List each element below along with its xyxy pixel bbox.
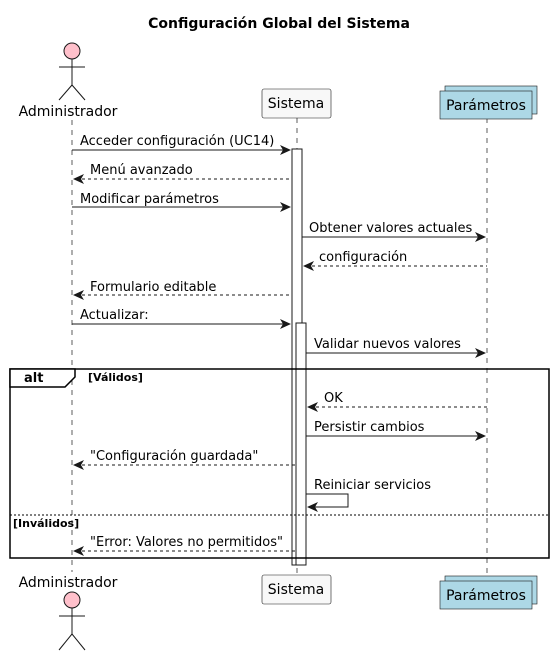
- message-6: Formulario editable: [73, 280, 292, 300]
- message-label: configuración: [319, 250, 407, 265]
- message-2: Menú avanzado: [73, 163, 292, 184]
- participant-parametros-bottom: Parámetros: [439, 575, 538, 610]
- message-8: Validar nuevos valores: [306, 337, 486, 358]
- message-label: Menú avanzado: [90, 163, 193, 178]
- message-label: Persistir cambios: [314, 420, 425, 435]
- message-11: "Configuración guardada": [73, 449, 296, 470]
- message-1: Acceder configuración (UC14): [72, 134, 291, 155]
- message-label: Obtener valores actuales: [309, 221, 473, 236]
- actor-label: Administrador: [19, 575, 118, 591]
- message-9: OK: [307, 391, 487, 412]
- participant-label: Sistema: [268, 582, 324, 598]
- guard-valid: [Válidos]: [88, 371, 143, 384]
- participant-label: Parámetros: [446, 588, 526, 604]
- participant-label: Parámetros: [446, 98, 526, 114]
- participant-parametros-top: Parámetros: [439, 85, 538, 120]
- message-4: Obtener valores actuales: [302, 221, 486, 242]
- message-label: Formulario editable: [90, 280, 216, 295]
- message-label: Acceder configuración (UC14): [80, 134, 274, 149]
- message-5: configuración: [303, 250, 487, 271]
- actor-administrador-bottom: Administrador: [19, 575, 118, 651]
- message-label: Actualizar:: [80, 308, 149, 323]
- diagram-title: Configuración Global del Sistema: [148, 16, 410, 32]
- message-label: OK: [324, 391, 343, 406]
- message-label: "Configuración guardada": [90, 449, 258, 464]
- alt-fragment: alt [Válidos] [Inválidos]: [9, 368, 550, 559]
- participant-label: Sistema: [268, 96, 324, 112]
- message-13: "Error: Valores no permitidos": [73, 535, 296, 556]
- participant-sistema-bottom: Sistema: [261, 574, 332, 605]
- guard-invalid: [Inválidos]: [13, 517, 79, 530]
- message-10: Persistir cambios: [306, 420, 486, 441]
- message-3: Modificar parámetros: [72, 192, 291, 212]
- message-label: "Error: Valores no permitidos": [90, 535, 283, 550]
- fragment-keyword: alt: [24, 371, 43, 386]
- message-label: Reiniciar servicios: [314, 478, 431, 493]
- actor-label: Administrador: [19, 104, 118, 120]
- message-7: Actualizar:: [72, 308, 291, 329]
- activation-bar-sistema-nested: [295, 322, 307, 566]
- message-label: Validar nuevos valores: [314, 337, 461, 352]
- participant-sistema-top: Sistema: [261, 88, 332, 119]
- actor-administrador-top: Administrador: [19, 42, 118, 120]
- message-12-self: Reiniciar servicios: [306, 478, 431, 512]
- message-label: Modificar parámetros: [80, 192, 219, 207]
